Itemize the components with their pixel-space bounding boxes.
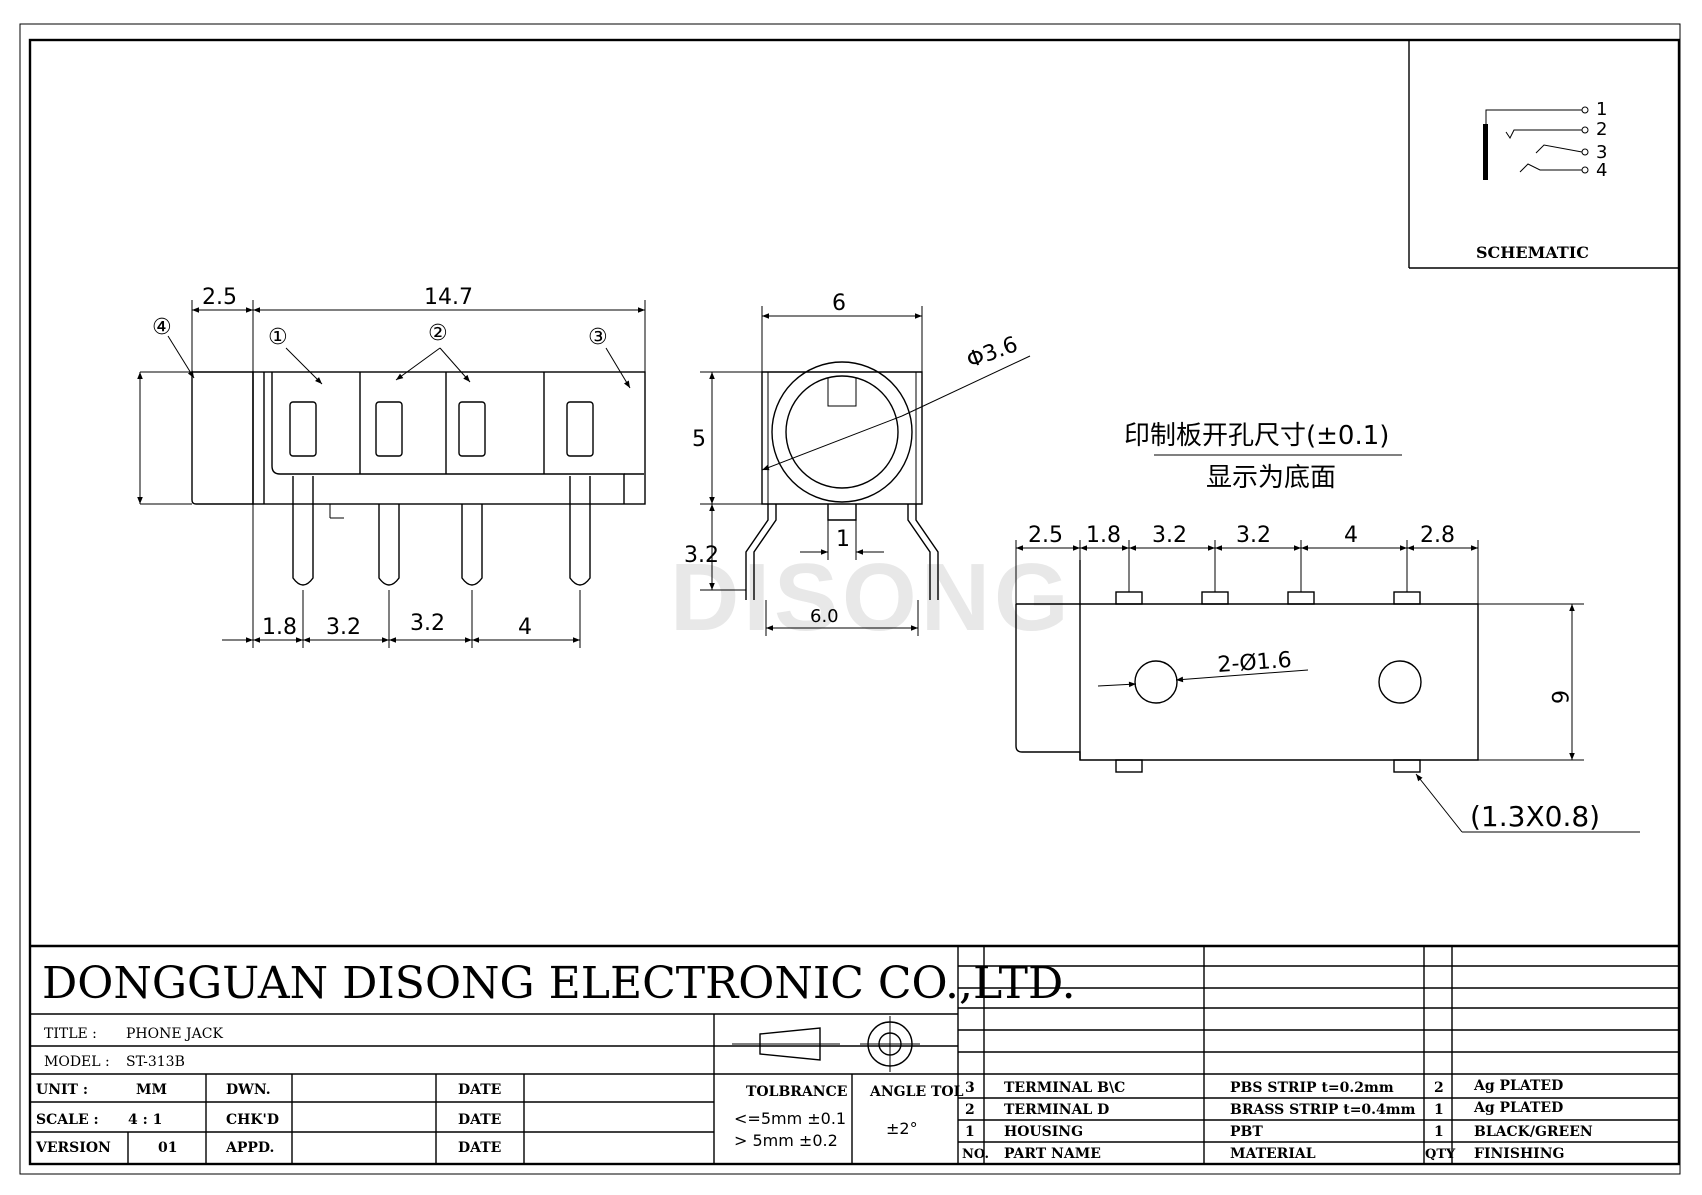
pcb-pad-note: (1.3X0.8) — [1470, 800, 1600, 833]
side-view: 2.5 14.7 ④ ① ② ③ 1.8 3.2 3.2 4 — [137, 285, 646, 648]
front-view: 6 5 3.2 Φ3.6 1 6.0 — [684, 291, 1031, 636]
callout-3: ③ — [588, 325, 608, 350]
bom-row-2-name: TERMINAL D — [1004, 1102, 1109, 1118]
model-value: ST-313B — [126, 1054, 185, 1070]
pcb-dim-4: 4 — [1344, 523, 1358, 548]
pcb-title-line1: 印制板开孔尺寸(±0.1) — [1124, 421, 1389, 451]
pcb-title-line2: 显示为底面 — [1206, 463, 1336, 493]
bom-table: 3 TERMINAL B\C PBS STRIP t=0.2mm 2 Ag PL… — [958, 946, 1679, 1164]
front-dim-bottom-width: 6.0 — [810, 606, 839, 627]
title-block: DONGGUAN DISONG ELECTRONIC CO.,LTD. TITL… — [30, 944, 1679, 1164]
tolerance-line2: > 5mm ±0.2 — [734, 1131, 838, 1150]
bom-header-no: NO. — [962, 1147, 989, 1162]
bom-row-2-no: 2 — [965, 1102, 975, 1118]
callout-4: ④ — [152, 315, 172, 340]
model-label: MODEL : — [44, 1054, 110, 1070]
schematic-panel: 1 2 3 4 SCHEMATIC — [1408, 40, 1679, 269]
schematic-label: SCHEMATIC — [1476, 243, 1589, 262]
bom-row-3-material: PBT — [1230, 1124, 1263, 1140]
side-dim-14-7: 14.7 — [424, 285, 473, 310]
bom-row-3-no: 1 — [965, 1124, 975, 1140]
inner-border — [28, 38, 1681, 1166]
unit-value: MM — [136, 1082, 167, 1098]
projection-cone — [759, 1027, 821, 1061]
date-label-1: DATE — [458, 1082, 501, 1098]
bom-row-1-finishing: Ag PLATED — [1473, 1078, 1563, 1094]
bom-row-3-name: HOUSING — [1004, 1124, 1083, 1140]
pcb-dim-2-8: 2.8 — [1420, 523, 1455, 548]
version-label: VERSION — [35, 1140, 111, 1156]
bom-row-2-material: BRASS STRIP t=0.4mm — [1230, 1102, 1416, 1118]
company-name: DONGGUAN DISONG ELECTRONIC CO.,LTD. — [42, 958, 1076, 1009]
bom-header-finishing: FINISHING — [1474, 1146, 1564, 1162]
bom-row-3-finishing: BLACK/GREEN — [1474, 1124, 1593, 1140]
chkd-label: CHK'D — [226, 1112, 279, 1128]
side-dim-1-8: 1.8 — [262, 615, 297, 640]
bom-header-name: PART NAME — [1004, 1146, 1101, 1162]
title-label: TITLE : — [44, 1026, 97, 1042]
front-dim-pin-width: 1 — [836, 527, 850, 552]
side-dim-3-2-b: 3.2 — [410, 611, 445, 636]
title-value: PHONE JACK — [126, 1026, 223, 1042]
bom-row-3-qty: 1 — [1434, 1124, 1444, 1140]
side-dim-3-2-a: 3.2 — [326, 615, 361, 640]
tolerance-line1: <=5mm ±0.1 — [734, 1109, 846, 1128]
bom-row-1-qty: 2 — [1434, 1080, 1444, 1096]
angle-tol-value: ±2° — [886, 1119, 918, 1138]
scale-value: 4 : 1 — [128, 1112, 162, 1128]
callout-1: ① — [268, 325, 288, 350]
bom-row-2-finishing: Ag PLATED — [1473, 1100, 1563, 1116]
front-dim-width: 6 — [832, 291, 846, 316]
pcb-dim-height: 6 — [1546, 690, 1571, 704]
pcb-dim-3-2-a: 3.2 — [1152, 523, 1187, 548]
tolerance-label: TOLBRANCE — [746, 1084, 847, 1100]
version-value: 01 — [158, 1140, 177, 1156]
front-dim-pin-height: 3.2 — [684, 543, 719, 568]
dwn-label: DWN. — [226, 1082, 271, 1098]
bom-header-material: MATERIAL — [1230, 1146, 1316, 1162]
appd-label: APPD. — [225, 1140, 274, 1156]
unit-label: UNIT : — [36, 1082, 88, 1098]
schematic-sleeve — [1483, 124, 1488, 180]
watermark: DISONG — [670, 544, 1073, 651]
bom-row-1-no: 3 — [965, 1080, 975, 1096]
bom-row-2-qty: 1 — [1434, 1102, 1444, 1118]
bom-row-1-name: TERMINAL B\C — [1004, 1080, 1125, 1096]
pcb-layout-view: 印制板开孔尺寸(±0.1) 显示为底面 2-Ø1.6 — [1015, 421, 1640, 833]
pcb-hole-label: 2-Ø1.6 — [1217, 648, 1293, 678]
schematic-pin-4: 4 — [1596, 160, 1607, 181]
bom-row-1-material: PBS STRIP t=0.2mm — [1230, 1080, 1394, 1096]
side-dim-2-5: 2.5 — [202, 285, 237, 310]
schematic-pin-2: 2 — [1596, 119, 1607, 140]
schematic-pin-1: 1 — [1596, 99, 1607, 120]
angle-tol-label: ANGLE TOL — [869, 1084, 964, 1100]
scale-label: SCALE : — [36, 1112, 99, 1128]
front-dim-height: 5 — [692, 427, 706, 452]
callout-2: ② — [428, 321, 448, 346]
front-dim-diameter: Φ3.6 — [964, 332, 1022, 373]
date-label-2: DATE — [458, 1112, 501, 1128]
bom-header-qty: QTY — [1425, 1147, 1456, 1162]
date-label-3: DATE — [458, 1140, 501, 1156]
pcb-dim-2-5: 2.5 — [1028, 523, 1063, 548]
pcb-dim-3-2-b: 3.2 — [1236, 523, 1271, 548]
side-dim-4: 4 — [518, 615, 532, 640]
pcb-dim-1-8: 1.8 — [1086, 523, 1121, 548]
schematic-pin-3: 3 — [1596, 142, 1607, 163]
